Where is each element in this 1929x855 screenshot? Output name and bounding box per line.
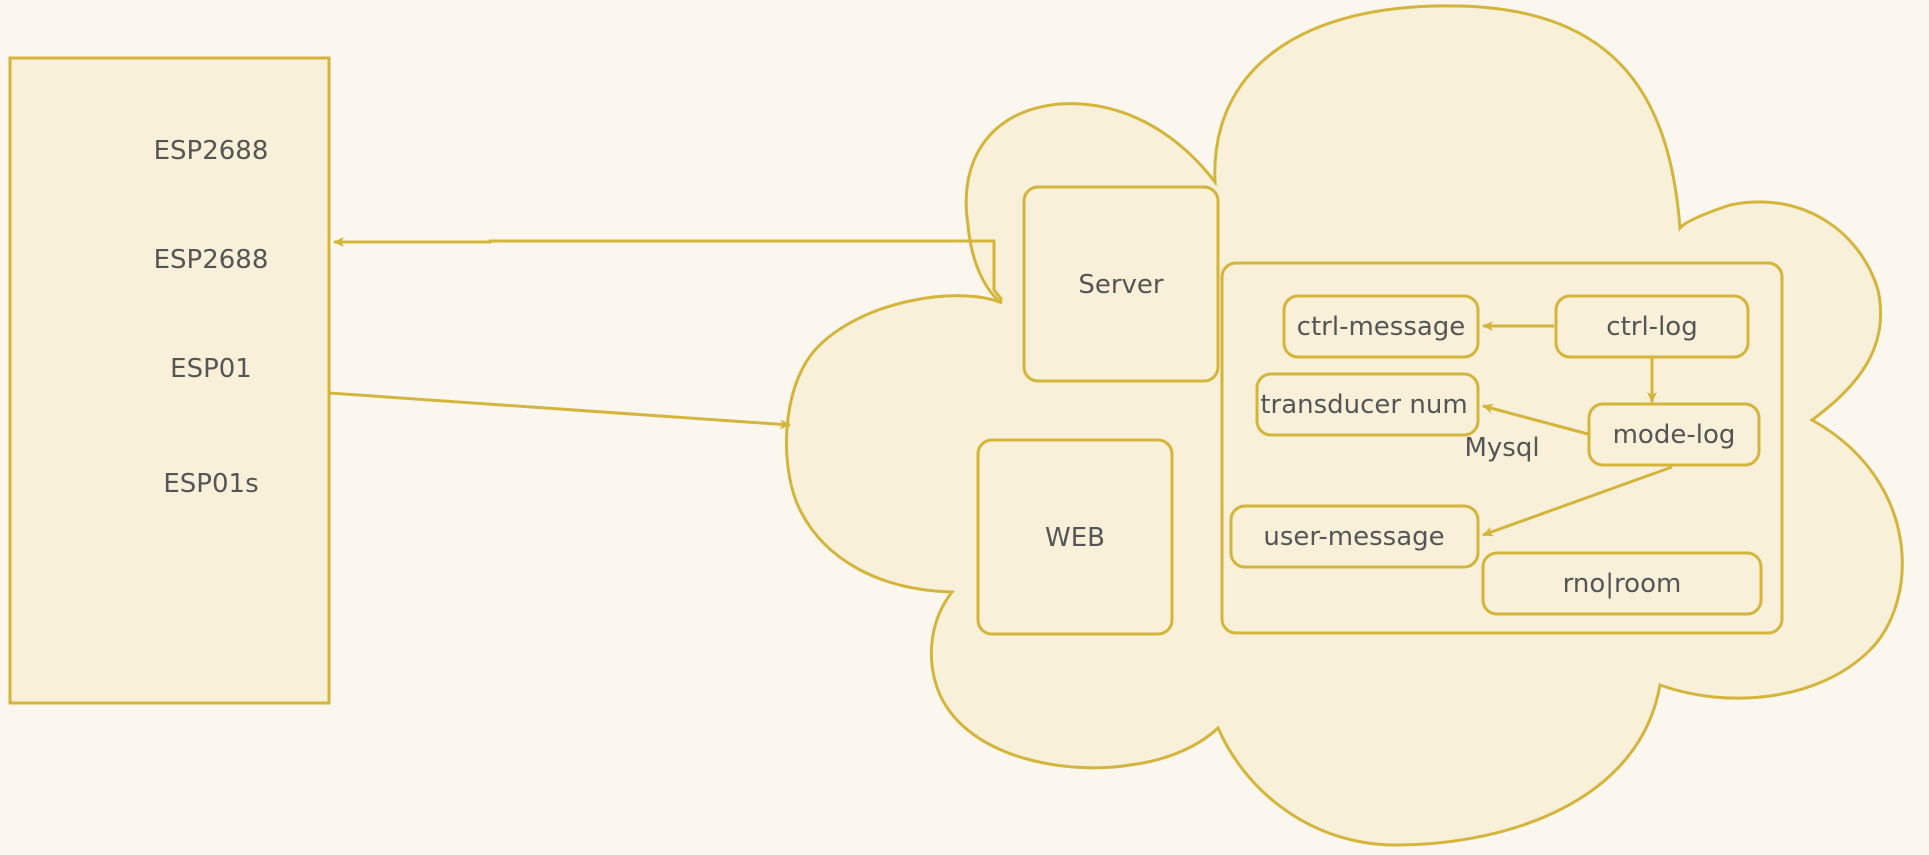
- server-box: [1022, 185, 1220, 383]
- table-user-message: user-message: [1263, 522, 1444, 552]
- device-item-2: ESP2688: [154, 245, 269, 275]
- table-mode-log-box: [1587, 402, 1761, 467]
- arrow-mode-log-to-user-message: [1482, 465, 1673, 537]
- arrow-server-to-device: [333, 237, 1004, 301]
- device-box: [8, 56, 331, 705]
- device-item-3: ESP01: [170, 354, 252, 384]
- arrow-device-to-cloud: [328, 391, 791, 430]
- database-label: Mysql: [1464, 433, 1539, 463]
- table-user-message-box: [1229, 504, 1480, 569]
- table-ctrl-message-box: [1282, 294, 1480, 359]
- web-label: WEB: [1045, 523, 1105, 553]
- table-transducer-num: transducer num: [1260, 390, 1467, 420]
- table-mode-log: mode-log: [1613, 420, 1736, 450]
- arrow-mode-log-to-transducer-num: [1482, 403, 1589, 436]
- device-item-1: ESP2688: [154, 136, 269, 166]
- table-ctrl-log: ctrl-log: [1606, 312, 1697, 342]
- table-ctrl-message: ctrl-message: [1297, 312, 1466, 342]
- table-ctrl-log-box: [1554, 294, 1750, 359]
- table-transducer-num-box: [1255, 372, 1480, 437]
- table-rno-room: rno|room: [1563, 569, 1682, 599]
- table-rno-room-box: [1481, 551, 1763, 616]
- device-item-4: ESP01s: [163, 469, 258, 499]
- server-label: Server: [1078, 270, 1164, 300]
- web-box: [976, 438, 1174, 636]
